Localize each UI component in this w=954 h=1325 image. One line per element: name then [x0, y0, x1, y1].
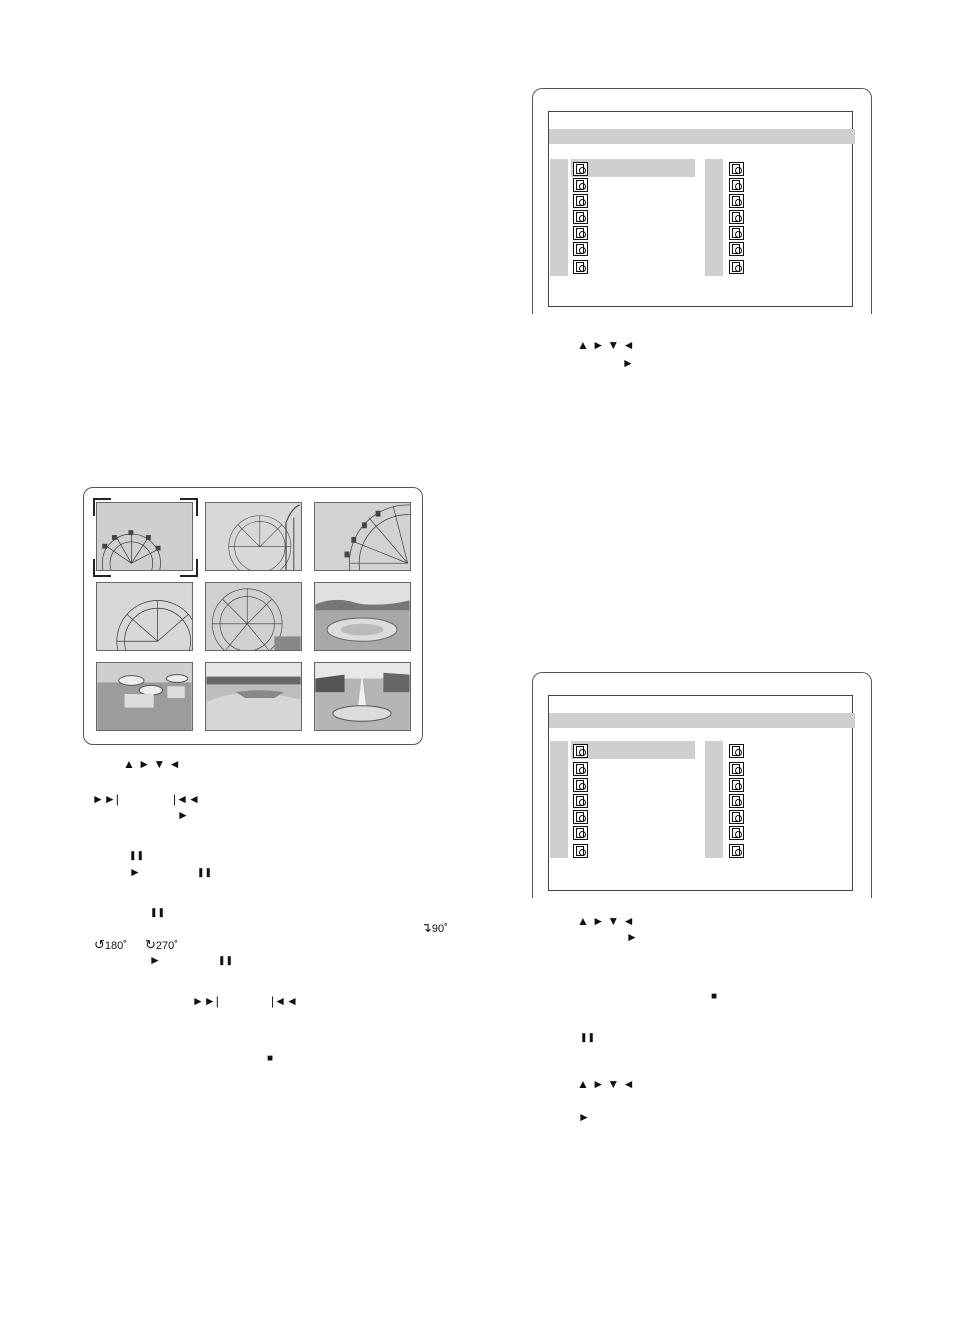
column-strip-right [705, 741, 723, 858]
play-icon: ► [622, 356, 634, 370]
file-list-panel [548, 695, 853, 891]
next-icon: ►►| [192, 994, 219, 1008]
picture-file-icon[interactable] [573, 226, 588, 240]
picture-file-icon[interactable] [729, 794, 744, 808]
picture-file-icon[interactable] [573, 162, 588, 176]
picture-file-icon[interactable] [573, 794, 588, 808]
pause-icon: ❚❚ [150, 907, 166, 917]
selected-row-highlight [571, 741, 695, 759]
thumbnail-7[interactable] [96, 662, 193, 731]
header-band [549, 129, 855, 144]
selection-corner-bl [93, 559, 111, 577]
prev-icon: |◄◄ [173, 792, 200, 806]
file-list-screen-1 [532, 88, 872, 314]
picture-file-icon[interactable] [573, 260, 588, 274]
picture-file-icon[interactable] [729, 242, 744, 256]
stop-icon: ■ [267, 1053, 274, 1064]
file-list-screen-2 [532, 672, 872, 898]
selection-corner-br [180, 559, 198, 577]
nav-arrows-glyph: ▲ ► ▼ ◄ [577, 338, 635, 352]
next-icon: ►►| [92, 792, 119, 806]
picture-file-icon[interactable] [729, 778, 744, 792]
picture-file-icon[interactable] [729, 826, 744, 840]
pause-icon: ❚❚ [218, 955, 234, 965]
play-icon: ► [578, 1110, 590, 1124]
prev-icon: |◄◄ [271, 994, 298, 1008]
thumbnail-6[interactable] [314, 582, 411, 651]
picture-file-icon[interactable] [729, 810, 744, 824]
picture-file-icon[interactable] [573, 826, 588, 840]
column-strip-left [550, 741, 568, 858]
selected-row-highlight [571, 159, 695, 177]
thumbnail-8[interactable] [205, 662, 302, 731]
picture-file-icon[interactable] [729, 194, 744, 208]
pause-icon: ❚❚ [197, 867, 213, 877]
rotate-90-icon: ↴90˚ [421, 920, 448, 936]
picture-file-icon[interactable] [573, 744, 588, 758]
picture-file-icon[interactable] [573, 844, 588, 858]
header-band [549, 713, 855, 728]
rotate-270-icon: ↻270˚ [145, 937, 178, 953]
thumbnail-1[interactable] [96, 502, 193, 571]
picture-file-icon[interactable] [573, 210, 588, 224]
pause-icon: ❚❚ [129, 850, 145, 860]
picture-file-icon[interactable] [573, 194, 588, 208]
play-icon: ► [177, 808, 189, 822]
column-strip-right [705, 159, 723, 276]
picture-file-icon[interactable] [729, 162, 744, 176]
thumbnail-4[interactable] [96, 582, 193, 651]
picture-file-icon[interactable] [729, 744, 744, 758]
stop-icon: ■ [711, 991, 718, 1002]
picture-file-icon[interactable] [729, 844, 744, 858]
selection-corner-tl [93, 498, 111, 516]
play-icon: ► [129, 865, 141, 879]
thumbnail-2[interactable] [205, 502, 302, 571]
file-list-panel [548, 111, 853, 307]
nav-arrows-glyph: ▲ ► ▼ ◄ [577, 914, 635, 928]
rotate-180-icon: ↺180˚ [94, 937, 127, 953]
picture-file-icon[interactable] [573, 810, 588, 824]
thumbnail-5[interactable] [205, 582, 302, 651]
picture-file-icon[interactable] [573, 178, 588, 192]
thumbnail-3[interactable] [314, 502, 411, 571]
play-icon: ► [149, 953, 161, 967]
pause-icon: ❚❚ [580, 1032, 596, 1042]
play-icon: ► [626, 930, 638, 944]
selection-corner-tr [180, 498, 198, 516]
picture-file-icon[interactable] [729, 226, 744, 240]
nav-arrows-glyph: ▲ ► ▼ ◄ [123, 757, 181, 771]
picture-file-icon[interactable] [729, 178, 744, 192]
thumbnail-grid-screen [83, 487, 423, 745]
picture-file-icon[interactable] [729, 260, 744, 274]
picture-file-icon[interactable] [573, 762, 588, 776]
thumbnail-9[interactable] [314, 662, 411, 731]
nav-arrows-glyph: ▲ ► ▼ ◄ [577, 1077, 635, 1091]
picture-file-icon[interactable] [573, 778, 588, 792]
column-strip-left [550, 159, 568, 276]
picture-file-icon[interactable] [729, 762, 744, 776]
picture-file-icon[interactable] [573, 242, 588, 256]
picture-file-icon[interactable] [729, 210, 744, 224]
